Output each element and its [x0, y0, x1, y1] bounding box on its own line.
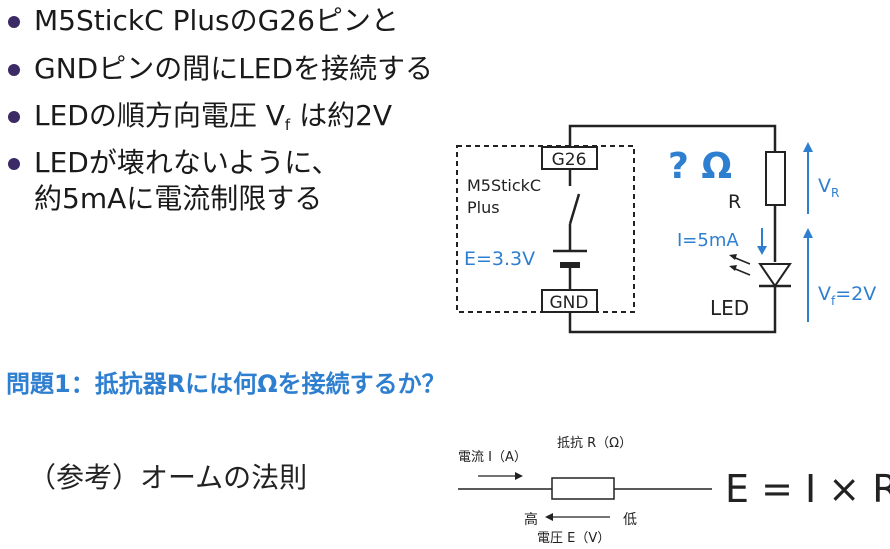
ohm-current-arrowhead-icon: [515, 472, 523, 480]
unknown-ohm-label: ? Ω: [668, 146, 732, 187]
pin-g26-label: G26: [552, 150, 587, 170]
vr-label: VR: [818, 175, 839, 200]
led-icon: [758, 263, 792, 288]
ohm-formula: E = I × R: [725, 467, 890, 511]
bullet-dot-icon: [8, 158, 20, 170]
bullet-text-post: は約2V: [290, 99, 393, 132]
bullet-text-pre: LEDの順方向電圧 V: [34, 99, 285, 132]
ohm-voltage-arrowhead-icon: [545, 513, 553, 521]
current-arrowhead-icon: [757, 246, 767, 255]
bullet-dot-icon: [8, 64, 20, 76]
light-ray-icon: [732, 256, 751, 265]
bullet-text: LEDが壊れないように、: [34, 146, 340, 179]
bullet-text: GNDピンの間にLEDを接続する: [34, 52, 434, 85]
wire-top: [568, 124, 777, 152]
vf-label: Vf=2V: [818, 283, 876, 308]
switch-icon: [568, 193, 581, 225]
vf-arrowhead-icon: [803, 228, 813, 238]
bullet-text: 約5mAに電流制限する: [34, 182, 323, 215]
led-label: LED: [710, 296, 749, 320]
light-ray-arrowhead-icon: [729, 254, 737, 260]
ohm-resistance-label: 抵抗 R（Ω）: [557, 436, 632, 451]
wire-bottom: [568, 286, 777, 334]
bullet-text: LEDの順方向電圧 Vf は約2V: [34, 99, 392, 142]
ohm-high-label: 高: [524, 511, 538, 528]
ohm-current-label: 電流 I（A）: [458, 450, 527, 465]
light-ray-icon: [732, 267, 751, 276]
bullet-dot-icon: [8, 16, 20, 28]
subscript-f: f: [284, 116, 291, 134]
ohm-low-label: 低: [623, 512, 637, 528]
vr-arrowhead-icon: [803, 142, 813, 152]
current-label: I=5mA: [677, 230, 739, 251]
resistor-icon: [765, 151, 786, 206]
ohm-reference-label: （参考）オームの法則: [28, 461, 308, 494]
question-title: 問題1：抵抗器Rには何Ωを接続するか？: [6, 370, 446, 398]
pin-gnd-label: GND: [550, 293, 589, 313]
device-name-line1: M5StickC: [467, 176, 541, 195]
device-name-line2: Plus: [467, 198, 500, 217]
device-box: [456, 145, 635, 313]
voltage-label: E=3.3V: [464, 248, 535, 270]
light-ray-arrowhead-icon: [729, 265, 737, 271]
resistor-label: R: [728, 191, 741, 213]
ohm-voltage-label: 電圧 E（V）: [537, 531, 610, 546]
ohm-resistor-icon: [551, 477, 615, 500]
bullet-dot-icon: [8, 111, 20, 123]
bullet-text: M5StickC PlusのG26ピンと: [34, 4, 399, 37]
